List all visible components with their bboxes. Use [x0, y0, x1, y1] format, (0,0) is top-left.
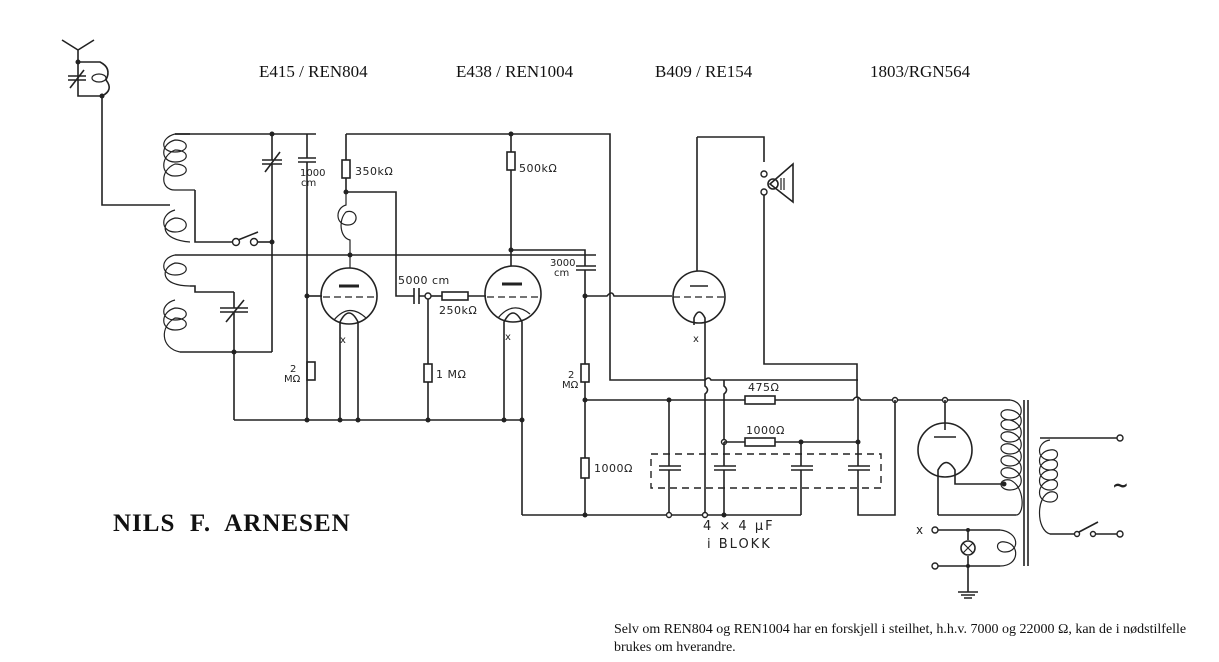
tube-label-rectifier: 1803/RGN564 — [870, 62, 971, 81]
variable-capacitor-icon — [68, 69, 86, 89]
grid-capacitor: 1000 cm — [298, 134, 325, 420]
loudspeaker-icon — [760, 162, 794, 204]
wire — [609, 300, 858, 381]
tube-output — [672, 137, 726, 380]
resistor-icon — [580, 363, 590, 383]
wire — [190, 285, 234, 293]
capacitor-label: 5000 cm — [398, 274, 450, 287]
capacitor-unit: cm — [301, 178, 316, 189]
wire — [194, 190, 234, 243]
pilot-lamp-icon — [938, 528, 1000, 599]
resistor-label: 475Ω — [748, 381, 779, 394]
capacitor-unit: cm — [554, 268, 569, 279]
terminal-icon — [931, 562, 939, 570]
resistor-icon — [441, 291, 469, 301]
resistor-icon — [306, 361, 316, 381]
resistor-icon — [341, 159, 351, 179]
filament-mark: x — [693, 334, 699, 345]
tuning-coil-icon — [163, 133, 195, 353]
tube-rectifier — [917, 400, 1007, 515]
wire — [101, 96, 170, 206]
filament-mark: x — [505, 332, 511, 343]
resistor-unit: MΩ — [284, 374, 301, 385]
resistor-label: 500kΩ — [519, 162, 557, 175]
filament-mark: x — [340, 335, 346, 346]
wire — [697, 136, 765, 162]
terminal-icon — [931, 526, 939, 534]
tube-label-detector: E415 / REN804 — [259, 62, 368, 81]
capacitor-block — [650, 400, 896, 516]
resistor-icon — [580, 457, 590, 479]
resistor-icon — [423, 363, 433, 383]
capacitor-block-label: i BLOKK — [707, 537, 772, 552]
wire — [704, 380, 709, 515]
coupling-capacitor: 5000 cm — [398, 274, 450, 304]
resistor-label: 2 — [290, 364, 296, 375]
resistor-label: 2 — [568, 370, 574, 381]
wire — [585, 292, 672, 297]
footnote: Selv om REN804 og REN1004 har en forskje… — [614, 622, 1187, 655]
variable-capacitor-icon — [262, 131, 282, 352]
capacitor-block-label: 4 × 4 μF — [703, 519, 775, 534]
tube-label-output: B409 / RE154 — [655, 62, 753, 81]
tube-label-amplifier: E438 / REN1004 — [456, 62, 574, 81]
antenna-coupling-coil — [75, 59, 110, 99]
resistor-label: 350kΩ — [355, 165, 393, 178]
rf-choke-icon — [337, 192, 357, 268]
tube-amplifier — [484, 265, 542, 515]
capacitor-label: 1000 — [300, 168, 325, 179]
ac-mains-symbol: ~ — [1112, 473, 1129, 497]
resistor-label: 1 MΩ — [436, 368, 466, 381]
coupling-capacitor: 3000 cm — [550, 258, 596, 296]
wire — [511, 249, 586, 266]
resistor-label: 1000Ω — [594, 462, 633, 475]
resistor-icon — [506, 151, 516, 171]
author-name: NILS F. ARNESEN — [113, 510, 351, 537]
ht-rail — [585, 396, 1010, 401]
antenna-icon — [61, 39, 95, 62]
resistor-icon — [744, 395, 776, 405]
resistor-unit: MΩ — [562, 380, 579, 391]
resistor-label: 1000Ω — [746, 424, 785, 437]
power-transformer — [996, 399, 1124, 567]
tube-detector — [307, 267, 378, 423]
resistor-label: 250kΩ — [439, 304, 477, 317]
wire — [763, 195, 858, 398]
mains-switch-icon — [1073, 521, 1124, 538]
switch-icon — [231, 231, 272, 247]
terminal-mark: x — [916, 523, 923, 537]
wire — [345, 178, 414, 297]
capacitor-label: 3000 — [550, 258, 575, 269]
resistor-icon — [744, 437, 776, 447]
variable-capacitor-icon — [220, 292, 248, 355]
wire — [723, 380, 728, 442]
